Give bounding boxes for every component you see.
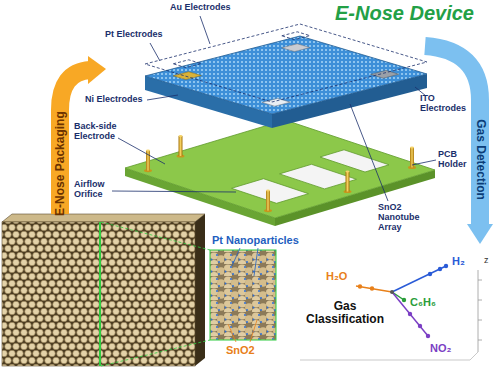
pca-plot [478, 280, 482, 281]
gold-pins [144, 135, 416, 212]
device-heading: E-Nose Device [335, 2, 474, 24]
zoom-inset [210, 248, 276, 342]
pcb-holder [320, 150, 389, 172]
pca-plot [478, 300, 482, 301]
pca-plot [392, 266, 446, 292]
part-label: Ni Electrodes [85, 95, 143, 105]
sensor-chip [262, 98, 290, 106]
arrow-label: E-Nose Packaging [53, 112, 66, 217]
pca-plot [370, 286, 374, 290]
zoom-inset [228, 324, 236, 342]
nanotube-block [101, 340, 210, 366]
plot-title: Gas Classification [300, 300, 390, 326]
pcb-holder [280, 164, 357, 189]
pca-plot [408, 312, 412, 316]
zoom-inset [232, 248, 240, 266]
gold-pins [266, 191, 270, 211]
pca-plot [478, 320, 482, 321]
pca-plot [426, 334, 430, 338]
nanotube-block [2, 222, 195, 366]
arrow-label: Gas Detection [473, 120, 486, 201]
exploded-electrode-outline [145, 24, 427, 102]
pca-plot [418, 324, 422, 328]
exploded-electrode-outline [173, 60, 201, 68]
leader-line [150, 43, 160, 61]
sensor-chip [145, 36, 427, 128]
pca-plot [358, 284, 362, 288]
part-label: Au Electrodes [170, 3, 231, 13]
pca-plot [444, 264, 448, 268]
leader-line [118, 138, 165, 164]
detection-arrow [425, 46, 493, 244]
nanotube-block [2, 214, 205, 222]
packaging-arrow [88, 56, 106, 84]
pca-plot [428, 272, 432, 276]
gold-pins [346, 171, 350, 173]
gold-pins [346, 172, 350, 192]
sensor-chip [371, 70, 399, 78]
leader-line [350, 104, 388, 201]
nanotube-block [101, 222, 210, 250]
pca-plot [438, 267, 442, 271]
part-label: ITO Electrodes [420, 94, 468, 114]
detection-arrow [425, 46, 480, 226]
pca-plot [300, 360, 470, 361]
gas-label: C₆H₆ [410, 296, 436, 308]
gold-pins [146, 150, 150, 152]
leader-line [112, 16, 436, 201]
zoom-inset [210, 250, 276, 340]
gold-pins [410, 146, 414, 148]
nanotube-block [99, 222, 101, 366]
sensor-chip [145, 36, 427, 114]
pca-plot [470, 352, 478, 360]
leader-line [112, 191, 236, 192]
sensor-chip [282, 44, 310, 52]
zoom-inset [254, 248, 258, 276]
detection-arrow [467, 224, 493, 244]
leader-line [147, 95, 178, 100]
part-label: SnO2 Nanotube Array [378, 203, 444, 233]
part-label: Airflow Orifice [74, 180, 114, 200]
axis-label: z [484, 256, 489, 266]
material-label: Pt Nanoparticles [212, 234, 299, 246]
nanotube-block [195, 214, 205, 366]
pca-plot [402, 298, 406, 302]
part-label: PCB Holder [438, 150, 470, 170]
part-label: Back-side Electrode [74, 122, 120, 142]
gas-label: NO₂ [430, 342, 451, 354]
pca-plot [478, 340, 482, 341]
exploded-electrode-outline [282, 32, 310, 40]
gold-pins [179, 135, 183, 137]
exploded-electrode-outline [145, 24, 427, 102]
gold-pins [179, 136, 183, 156]
leader-line [412, 160, 436, 165]
sensor-chip [173, 72, 201, 80]
gold-pins [266, 190, 270, 192]
pca-plot [390, 290, 394, 294]
leader-line [200, 16, 210, 44]
zoom-inset [250, 320, 257, 342]
part-label: Pt Electrodes [105, 30, 163, 40]
pca-plot [300, 264, 482, 360]
nanotube-block [2, 214, 210, 366]
gas-label: H₂ [452, 255, 465, 267]
material-label: SnO2 [226, 344, 255, 356]
gas-label: H₂O [326, 270, 347, 282]
